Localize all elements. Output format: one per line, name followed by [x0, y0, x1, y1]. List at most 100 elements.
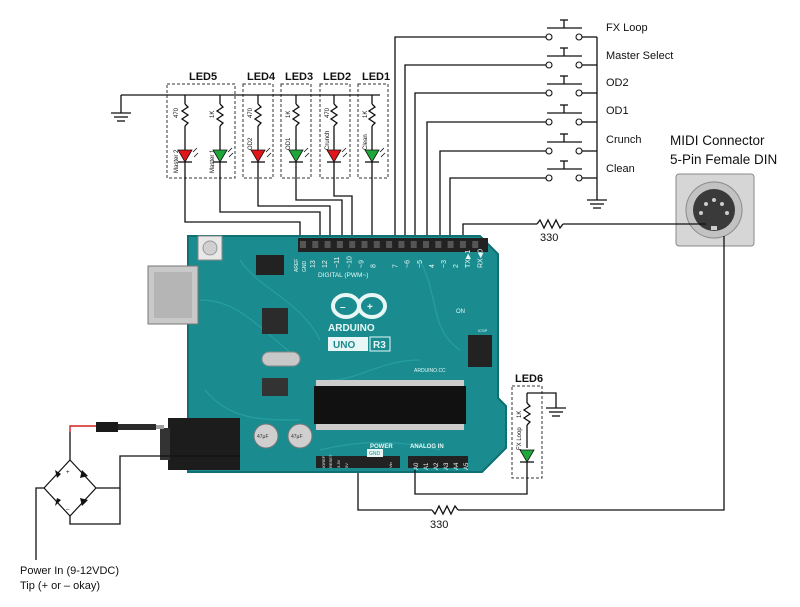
ioref-label: IOREF	[321, 455, 326, 468]
led4-title: LED4	[247, 71, 276, 83]
digital-pin-label: ~9	[358, 260, 365, 268]
digital-pin-label: 8	[371, 264, 378, 268]
digital-pin-label: 2	[453, 264, 460, 268]
led-column-4	[288, 95, 310, 172]
led6-r-value: 1K	[517, 411, 523, 418]
board-model-a: UNO	[333, 340, 355, 351]
led5-r2-value: 1K	[210, 111, 216, 118]
dc-plug-body	[96, 422, 118, 432]
digital-pin-label: ~5	[417, 260, 424, 268]
led6-diode	[519, 449, 535, 463]
led-diode-4	[288, 149, 304, 163]
power-label-line1: Power In (9-12VDC)	[20, 565, 119, 577]
reset-label: RESET	[328, 454, 333, 468]
led-column-1	[177, 95, 199, 172]
digital-pin-label: ~6	[405, 260, 412, 268]
barrel-jack	[168, 418, 240, 470]
usb-chip	[262, 308, 288, 334]
led5-title: LED5	[189, 71, 217, 83]
switch-label-crunch: Crunch	[606, 134, 641, 146]
led-diode-1	[177, 149, 193, 163]
digital-pin-label: ~10	[346, 256, 353, 268]
board-model-b: R3	[373, 340, 386, 351]
led3-r-value: 1K	[286, 111, 292, 118]
led5-name-1: Master 2	[174, 149, 180, 173]
led2-r-value: 470	[325, 107, 331, 118]
switch-label-fx-loop: FX Loop	[606, 22, 648, 34]
analog-pin-label: A0	[414, 462, 420, 470]
capacitor-2	[287, 423, 313, 449]
footswitch-5	[545, 133, 597, 155]
board-url: ARDUINO.CC	[414, 368, 446, 374]
led-diode-2	[212, 149, 228, 163]
led-diode-6	[364, 149, 380, 163]
midi-title-line1: MIDI Connector	[670, 133, 765, 148]
icsp-header	[468, 335, 492, 367]
led2-box	[319, 83, 351, 179]
midi-wires: 330 330	[357, 218, 725, 531]
gnd-bottom-label: GND	[369, 451, 381, 457]
led4-name: OD2	[248, 137, 254, 150]
analog-pin-label: A5	[464, 462, 470, 470]
on-label: ON	[456, 309, 465, 315]
power-label: POWER	[370, 444, 393, 450]
led2-title: LED2	[323, 71, 351, 83]
led5-name-2: Master 1	[210, 149, 216, 173]
icsp-header-usb	[256, 255, 284, 275]
digital-pin-label: TX▶1	[465, 250, 472, 268]
svg-text:+: +	[367, 302, 373, 313]
led-group: LED5 LED4 LED3 LED2 LED1 470 1K 470 1K 4…	[111, 71, 390, 179]
digital-pin-label: ~3	[441, 260, 448, 268]
capacitor-1-label: 47µF	[257, 434, 269, 440]
led1-r-value: 1K	[363, 111, 369, 118]
midi-connector-socket	[693, 189, 735, 231]
analog-label: ANALOG IN	[410, 444, 444, 450]
power-header	[316, 456, 400, 468]
led6-title: LED6	[515, 373, 543, 385]
svg-text:–: –	[340, 302, 346, 313]
midi-resistor-top-value: 330	[540, 232, 558, 244]
switch-label-clean: Clean	[606, 163, 635, 175]
switch-wires	[394, 36, 546, 238]
analog-pin-label: A3	[444, 462, 450, 470]
crystal	[261, 351, 301, 367]
digital-pin-label: 4	[429, 264, 436, 268]
footswitch-4	[545, 104, 597, 126]
arduino-board: 47µF 47µF – + ARDUINO UNO R3 DIGITAL (PW…	[147, 235, 507, 473]
midi-title-line2: 5-Pin Female DIN	[670, 152, 777, 167]
bridge-rectifier	[43, 459, 97, 517]
analog-pin-label: A2	[434, 462, 440, 470]
svg-text:–: –	[66, 507, 70, 513]
led-column-5	[326, 95, 348, 172]
digital-label: DIGITAL (PWM~)	[318, 272, 368, 279]
v33-label: 3.3V	[336, 459, 341, 468]
switch-label-master-select: Master Select	[606, 50, 673, 62]
analog-header	[408, 456, 468, 468]
switch-labels: FX Loop Master Select OD2 OD1 Crunch Cle…	[606, 22, 673, 175]
led2-name: Crunch	[325, 131, 331, 150]
board-brand: ARDUINO	[328, 323, 375, 334]
digital-pin-label: 7	[393, 264, 400, 268]
capacitor-1	[253, 423, 279, 449]
footswitch-2	[545, 47, 597, 69]
switch-label-od1: OD1	[606, 105, 629, 117]
led3-box	[280, 83, 312, 179]
analog-pin-label: A4	[454, 462, 460, 470]
led4-box	[242, 83, 274, 179]
footswitch-6	[545, 160, 597, 182]
voltage-regulator	[262, 378, 288, 396]
power-label-line2: Tip (+ or – okay)	[20, 580, 100, 592]
led3-name: OD1	[286, 137, 292, 150]
footswitch-1	[545, 19, 597, 41]
led6-name: FX Loop	[517, 427, 523, 450]
midi-resistor-bottom-value: 330	[430, 519, 448, 531]
led1-name: Clean	[363, 134, 369, 150]
led-diode-5	[326, 149, 342, 163]
footswitch-3	[545, 75, 597, 97]
power-section: + – Power In (9-12VDC) Tip (+ or – okay)	[20, 422, 240, 592]
footswitch-group	[545, 19, 598, 182]
v5-label: 5V	[344, 463, 349, 468]
led3-title: LED3	[285, 71, 313, 83]
led4-r-value: 470	[248, 107, 254, 118]
